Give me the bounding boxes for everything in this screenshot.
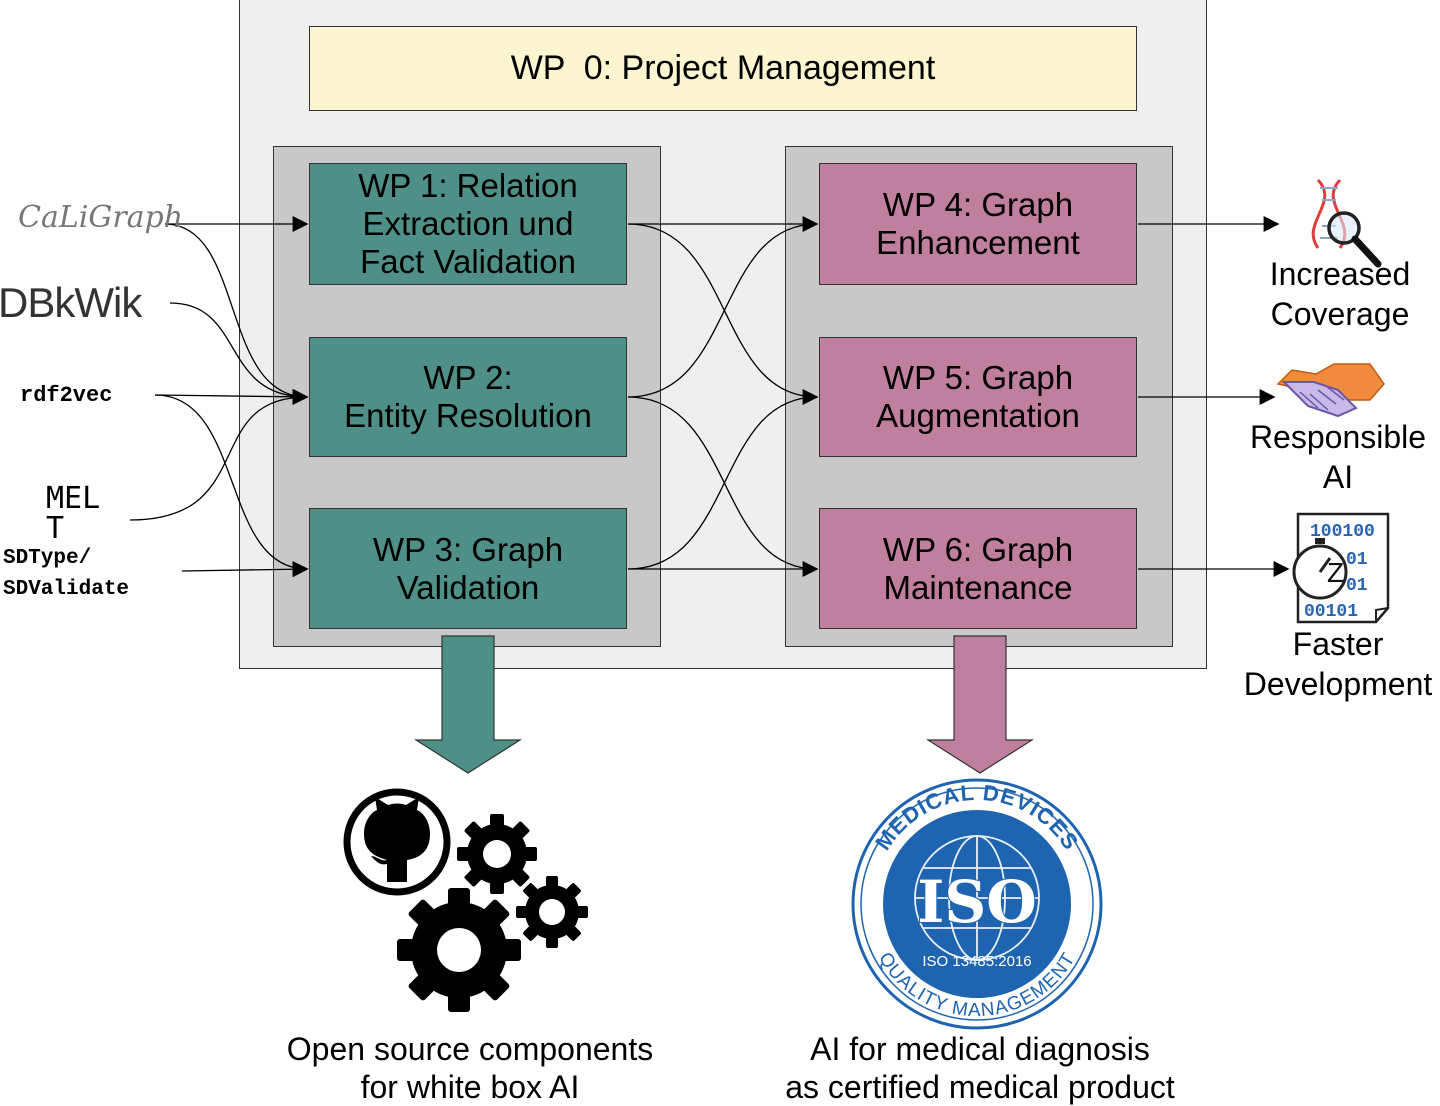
edge-rdf2vec-wp2 xyxy=(154,388,309,405)
wp3-graph-validation: WP 3: Graph Validation xyxy=(309,508,627,629)
edge-melt-wp2 xyxy=(129,396,308,521)
data-icon-row-3: 01 xyxy=(1346,576,1368,596)
data-icon-row-2: 01 xyxy=(1346,550,1368,570)
edge-dbkwik-wp2 xyxy=(169,302,308,398)
edge-wp2-wp4 xyxy=(627,223,818,398)
edge-wp3-wp5 xyxy=(627,396,818,570)
iso-main-text: ISO xyxy=(917,868,1037,936)
source-rdf2vec: rdf2vec xyxy=(20,383,113,408)
wp0-project-management: WP 0: Project Management xyxy=(309,26,1137,111)
gears-icon xyxy=(397,814,588,1012)
edge-caligraph-wp2 xyxy=(164,223,309,405)
svg-text:Z: Z xyxy=(1327,557,1344,588)
source-sdtype: SDType/ SDValidate xyxy=(3,547,130,601)
teal-down-arrow xyxy=(413,635,523,774)
data-stopwatch-icon: 100100 01 01 00101 Z xyxy=(1292,512,1390,624)
iso-seal-logo: MEDICAL DEVICES QUALITY MANAGEMENT ISO I… xyxy=(851,778,1103,1030)
wp1-relation-extraction: WP 1: Relation Extraction und Fact Valid… xyxy=(309,163,627,285)
edge-wp2-wp6 xyxy=(627,396,819,577)
large-gear xyxy=(397,888,521,1012)
wp2-entity-resolution: WP 2: Entity Resolution xyxy=(309,337,627,457)
result-medical-product: AI for medical diagnosis as certified me… xyxy=(785,1031,1175,1105)
globe-icon xyxy=(914,835,1040,961)
handshake-icon xyxy=(1276,363,1385,418)
source-melt: MEL T xyxy=(46,481,101,546)
edge-rdf2vec-wp3 xyxy=(154,394,309,577)
result-open-source: Open source components for white box AI xyxy=(286,1031,654,1105)
wp4-graph-enhancement: WP 4: Graph Enhancement xyxy=(819,163,1137,285)
source-caligraph: CaLiGraph xyxy=(18,200,184,235)
data-icon-row-4: 00101 xyxy=(1304,602,1358,622)
outcome-responsible-ai: Responsible AI xyxy=(1249,419,1427,495)
source-dbkwik: DBkWik xyxy=(0,279,142,326)
wp6-graph-maintenance: WP 6: Graph Maintenance xyxy=(819,508,1137,629)
edge-sdtype-wp3 xyxy=(181,561,309,578)
outcome-faster-development: Faster Development xyxy=(1243,626,1433,702)
github-icon xyxy=(343,788,451,896)
iso-sub-text: ISO 13485:2016 xyxy=(922,953,1031,970)
outcome-increased-coverage: Increased Coverage xyxy=(1269,256,1411,332)
data-icon-row-1: 100100 xyxy=(1310,522,1375,542)
mauve-down-arrow xyxy=(925,635,1035,774)
dna-magnifier-icon xyxy=(1311,178,1382,268)
edge-wp1-wp5 xyxy=(627,223,819,405)
wp5-graph-augmentation: WP 5: Graph Augmentation xyxy=(819,337,1137,457)
